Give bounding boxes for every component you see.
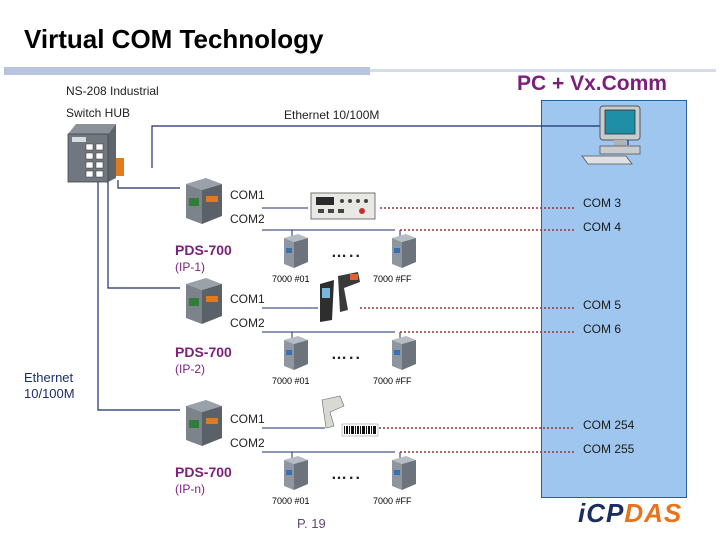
pds1-ip: (IP-1) bbox=[175, 260, 205, 274]
ethernet-left-label-line2: 10/100M bbox=[24, 386, 75, 401]
pc-panel bbox=[541, 100, 687, 498]
pds1-module-last: 7000 #FF bbox=[373, 274, 412, 284]
multimeter-icon bbox=[310, 192, 376, 220]
company-logo: iCPDAS bbox=[578, 498, 682, 529]
pds2-ip: (IP-2) bbox=[175, 362, 205, 376]
io-module-icon bbox=[284, 456, 308, 490]
hub-to-pds2-line bbox=[107, 180, 180, 289]
hub-label-line2: Switch HUB bbox=[66, 106, 131, 120]
pdsn-com2-label: COM2 bbox=[230, 436, 265, 450]
io-module-icon bbox=[392, 456, 416, 490]
pc-com4-label: COM 4 bbox=[583, 220, 622, 234]
pds2-dots: ….. bbox=[331, 346, 362, 363]
pc-com254-label: COM 254 bbox=[583, 418, 635, 432]
pds2-com2-label: COM2 bbox=[230, 316, 265, 330]
page-number: P. 19 bbox=[297, 516, 326, 531]
pds2-module-last: 7000 #FF bbox=[373, 376, 412, 386]
pds-device-icon bbox=[186, 400, 222, 446]
pds1-com1-label: COM1 bbox=[230, 188, 265, 202]
pdsn-module-first: 7000 #01 bbox=[272, 496, 310, 506]
pdsn-module-last: 7000 #FF bbox=[373, 496, 412, 506]
logo-main-text: iCP bbox=[578, 498, 625, 528]
pdsn-com1-label: COM1 bbox=[230, 412, 265, 426]
pc-icon bbox=[581, 105, 641, 165]
io-module-icon bbox=[392, 336, 416, 370]
title-underline-thin bbox=[370, 69, 716, 72]
logo-accent-text: DAS bbox=[624, 498, 683, 528]
hub-to-pds1-line bbox=[117, 180, 180, 189]
pds1-com2-label: COM2 bbox=[230, 212, 265, 226]
pds2-name: PDS-700 bbox=[175, 344, 232, 360]
pc-title: PC + Vx.Comm bbox=[517, 72, 667, 95]
hub-label-line1: NS-208 Industrial bbox=[66, 84, 159, 98]
io-module-icon bbox=[392, 234, 416, 268]
pc-com5-label: COM 5 bbox=[583, 298, 622, 312]
pds1-module-first: 7000 #01 bbox=[272, 274, 310, 284]
hub-to-pdsn-line bbox=[97, 180, 180, 411]
barcode-scanner-icon bbox=[321, 395, 379, 437]
pds2-module-first: 7000 #01 bbox=[272, 376, 310, 386]
pds1-dots: ….. bbox=[331, 244, 362, 261]
ethernet-top-label: Ethernet 10/100M bbox=[284, 108, 380, 122]
pc-com255-label: COM 255 bbox=[583, 442, 635, 456]
ethernet-left-label-line1: Ethernet bbox=[24, 370, 74, 385]
switch-hub-icon bbox=[67, 124, 124, 183]
pds1-name: PDS-700 bbox=[175, 242, 232, 258]
handheld-scanner-icon bbox=[320, 272, 360, 322]
io-module-icon bbox=[284, 234, 308, 268]
ethernet-hub-to-pc-line bbox=[151, 125, 629, 168]
pdsn-dots: ….. bbox=[331, 466, 362, 483]
page-title: Virtual COM Technology bbox=[24, 24, 324, 54]
pds-device-icon bbox=[186, 278, 222, 324]
pds-device-icon bbox=[186, 178, 222, 224]
pds2-com1-label: COM1 bbox=[230, 292, 265, 306]
pc-com6-label: COM 6 bbox=[583, 322, 622, 336]
io-module-icon bbox=[284, 336, 308, 370]
pdsn-ip: (IP-n) bbox=[175, 482, 205, 496]
pc-com3-label: COM 3 bbox=[583, 196, 622, 210]
title-underline bbox=[4, 67, 370, 75]
pdsn-name: PDS-700 bbox=[175, 464, 232, 480]
